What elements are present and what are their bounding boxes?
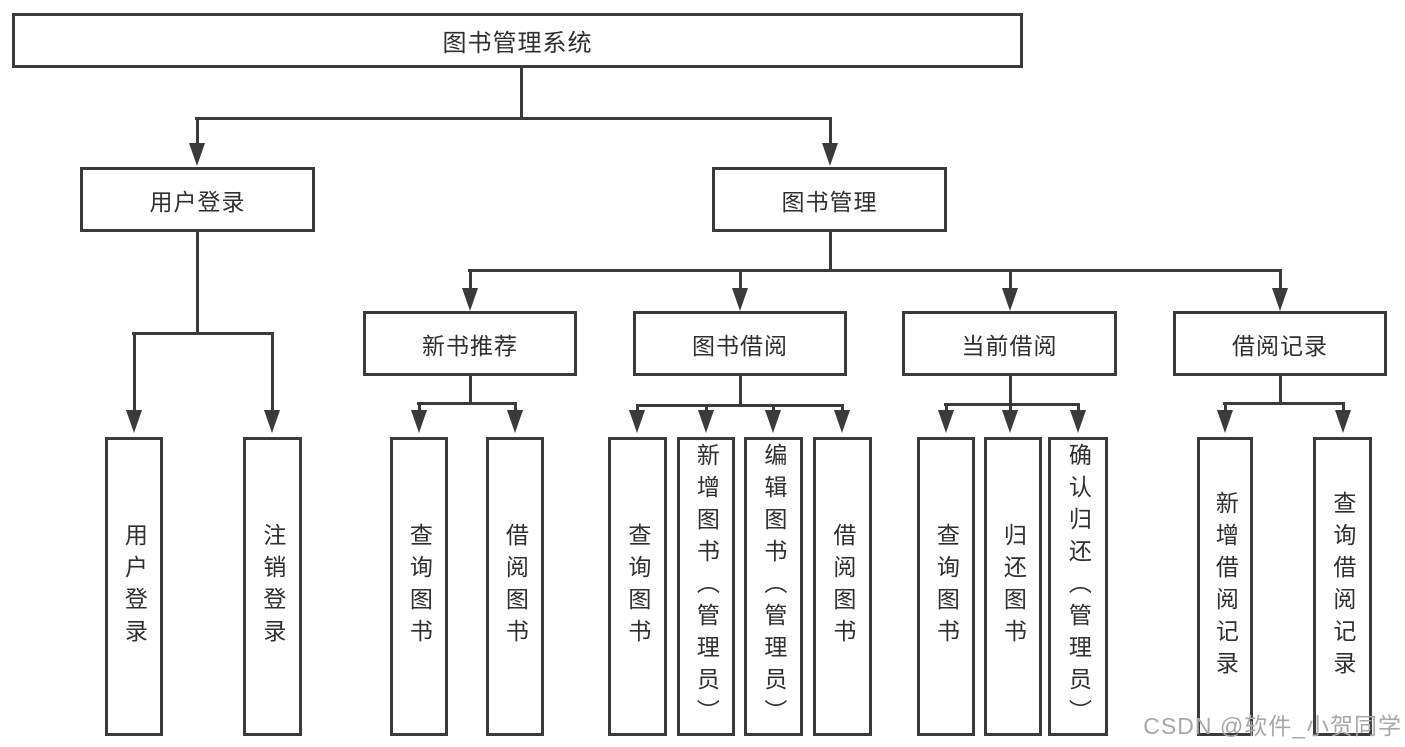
connector-br-bar: [1223, 402, 1345, 405]
csdn-watermark: CSDN @软件_小贺同学: [1143, 713, 1402, 739]
connector-br-stub: [1279, 376, 1282, 405]
arrow-bb-add: [698, 404, 715, 433]
arrow-to-user-login: [189, 120, 206, 166]
leaf-cb-return-books-label: 归还图书: [1000, 522, 1027, 651]
leaf-bb-edit-books-label: 编辑图书（管理员）: [760, 442, 787, 731]
leaf-bb-add-books-label: 新增图书（管理员）: [693, 442, 720, 731]
arrow-br-query: [1335, 402, 1352, 433]
connector-nbr-bar: [417, 402, 517, 405]
node-borrow-records: 借阅记录: [1173, 311, 1387, 376]
leaf-cb-confirm-return-label: 确认归还（管理员）: [1065, 442, 1092, 731]
node-book-mgmt: 图书管理: [712, 167, 947, 232]
node-current-borrow: 当前借阅: [902, 311, 1117, 376]
leaf-user-login: 用户登录: [105, 437, 163, 736]
arrow-to-leaf-logout: [264, 335, 281, 433]
leaf-nbr-query-books-label: 查询图书: [406, 522, 433, 651]
leaf-user-login-label: 用户登录: [121, 522, 148, 651]
leaf-bb-borrow-books: 借阅图书: [813, 437, 872, 736]
leaf-bb-query-books: 查询图书: [608, 437, 667, 736]
arrow-to-book-borrow: [732, 272, 749, 311]
arrow-to-current-borrow: [1002, 272, 1019, 311]
connector-cb-stub: [1009, 376, 1012, 406]
arrow-cb-return: [1002, 403, 1019, 433]
leaf-nbr-query-books: 查询图书: [390, 437, 448, 736]
leaf-br-query-record: 查询借阅记录: [1313, 437, 1372, 736]
leaf-br-add-record: 新增借阅记录: [1197, 437, 1253, 736]
leaf-logout-label: 注销登录: [259, 522, 286, 651]
arrow-nbr-borrow: [507, 402, 524, 433]
connector-user-login-stub: [196, 232, 199, 335]
leaf-bb-borrow-books-label: 借阅图书: [829, 522, 856, 651]
arrow-to-borrow-records: [1272, 272, 1289, 311]
node-new-book-rec: 新书推荐: [363, 311, 577, 376]
arrow-br-add: [1217, 402, 1234, 433]
leaf-bb-query-books-label: 查询图书: [624, 522, 651, 651]
leaf-cb-query-books-label: 查询图书: [933, 522, 960, 651]
connector-book-mgmt-stub: [829, 232, 832, 272]
leaf-br-query-record-label: 查询借阅记录: [1329, 490, 1356, 683]
arrow-bb-edit: [765, 404, 782, 433]
arrow-to-leaf-login: [126, 335, 143, 433]
arrow-to-book-mgmt: [822, 120, 839, 166]
leaf-logout: 注销登录: [243, 437, 302, 736]
connector-book-mgmt-bar: [468, 269, 1282, 272]
arrow-cb-confirm: [1070, 403, 1087, 433]
connector-nbr-stub: [469, 376, 472, 405]
arrow-bb-borrow: [834, 404, 851, 433]
connector-bb-stub: [739, 376, 742, 407]
arrow-to-new-book-rec: [462, 272, 479, 311]
leaf-cb-query-books: 查询图书: [917, 437, 975, 736]
connector-root-stub: [520, 65, 523, 120]
arrow-cb-query: [938, 403, 955, 433]
connector-user-login-bar: [132, 332, 274, 335]
node-user-login: 用户登录: [80, 167, 315, 232]
leaf-cb-return-books: 归还图书: [984, 437, 1042, 736]
connector-cb-bar: [944, 403, 1080, 406]
leaf-cb-confirm-return: 确认归还（管理员）: [1048, 437, 1108, 736]
leaf-br-add-record-label: 新增借阅记录: [1212, 490, 1239, 683]
connector-bb-bar: [636, 404, 844, 407]
leaf-bb-add-books: 新增图书（管理员）: [677, 437, 735, 736]
arrow-nbr-query: [411, 402, 428, 433]
leaf-nbr-borrow-books-label: 借阅图书: [502, 522, 529, 651]
node-root-system: 图书管理系统: [12, 13, 1023, 68]
leaf-nbr-borrow-books: 借阅图书: [486, 437, 544, 736]
connector-root-bar: [195, 117, 832, 120]
node-book-borrow: 图书借阅: [633, 311, 847, 376]
leaf-bb-edit-books: 编辑图书（管理员）: [744, 437, 803, 736]
arrow-bb-query: [629, 404, 646, 433]
